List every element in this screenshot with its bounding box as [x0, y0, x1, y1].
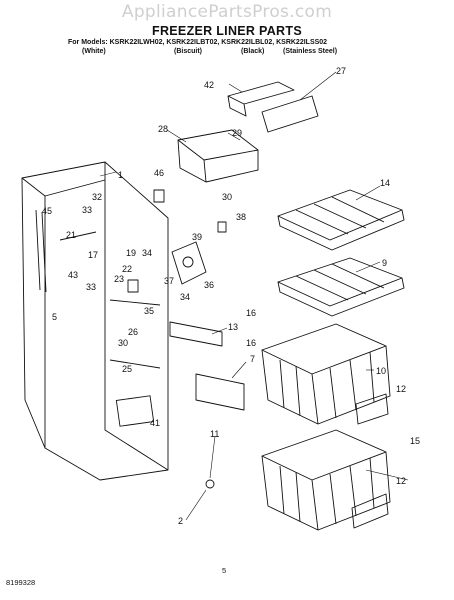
- callout-14: 14: [380, 178, 390, 188]
- lower-shelf-drawing: [277, 257, 405, 317]
- callout-labels: 1 2 5 7 9 10 11 12 12 13 14 15 16 16 17 …: [42, 66, 420, 526]
- callout-1: 1: [118, 170, 123, 180]
- part-38-drawing: [217, 221, 227, 233]
- leader-lines: [99, 71, 409, 521]
- callout-28: 28: [158, 124, 168, 134]
- control-housing-drawing: [177, 129, 259, 183]
- callout-33-lower: 33: [86, 282, 96, 292]
- color-stainless: (Stainless Steel): [283, 48, 338, 55]
- callout-16-lower: 16: [246, 338, 256, 348]
- callout-12-lower: 12: [396, 476, 406, 486]
- callout-5: 5: [52, 312, 57, 322]
- callout-11: 11: [210, 429, 219, 439]
- callout-22: 22: [122, 264, 132, 274]
- callout-30-lower: 30: [118, 338, 128, 348]
- damper-drawing: [171, 241, 207, 285]
- document-number: 8199328: [6, 578, 36, 587]
- color-white: (White): [82, 48, 106, 55]
- callout-45: 45: [42, 206, 52, 216]
- callout-12-upper: 12: [396, 384, 406, 394]
- upper-basket-drawing: [261, 323, 391, 425]
- callout-42: 42: [204, 80, 214, 90]
- callout-34-lower: 34: [180, 292, 190, 302]
- callout-39: 39: [192, 232, 202, 242]
- page-title: FREEZER LINER PARTS: [152, 24, 302, 38]
- callout-7: 7: [250, 354, 255, 364]
- callout-21: 21: [66, 230, 76, 240]
- basket-front-lower: [351, 493, 389, 529]
- callout-32: 32: [92, 192, 102, 202]
- callout-26: 26: [128, 327, 138, 337]
- callout-37: 37: [164, 276, 174, 286]
- part-46-drawing: [153, 189, 165, 203]
- callout-25: 25: [122, 364, 132, 374]
- models-line: For Models: KSRK22ILWH02, KSRK22ILBT02, …: [68, 39, 328, 46]
- callout-27: 27: [336, 66, 346, 76]
- callout-9: 9: [382, 258, 387, 268]
- color-black: (Black): [241, 48, 265, 55]
- callout-36: 36: [204, 280, 214, 290]
- basket-front-upper: [355, 393, 389, 425]
- callout-30-upper: 30: [222, 192, 232, 202]
- callout-23: 23: [114, 274, 124, 284]
- hinge-pin-drawing: [205, 479, 215, 489]
- callout-29: 29: [232, 128, 242, 138]
- bracket-drawing: [195, 373, 245, 411]
- callout-19: 19: [126, 248, 136, 258]
- lower-basket-drawing: [261, 429, 391, 531]
- callout-35: 35: [144, 306, 154, 316]
- callout-16-upper: 16: [246, 308, 256, 318]
- callout-33-upper: 33: [82, 205, 92, 215]
- callout-10: 10: [376, 366, 386, 376]
- top-bracket-drawing: [227, 81, 319, 133]
- callout-43: 43: [68, 270, 78, 280]
- freezer-liner-drawing: [21, 161, 169, 481]
- upper-shelf-drawing: [277, 189, 405, 251]
- page-number: 5: [222, 566, 227, 575]
- color-biscuit: (Biscuit): [174, 48, 202, 55]
- callout-15: 15: [410, 436, 420, 446]
- part-23-drawing: [127, 279, 139, 293]
- callout-46: 46: [154, 168, 164, 178]
- callout-38: 38: [236, 212, 246, 222]
- callout-2: 2: [178, 516, 183, 526]
- callout-41: 41: [150, 418, 160, 428]
- rail-drawing: [169, 321, 223, 347]
- watermark: AppliancePartsPros.com: [121, 2, 333, 22]
- callout-34-upper: 34: [142, 248, 152, 258]
- callout-17: 17: [88, 250, 98, 260]
- callout-13: 13: [228, 322, 238, 332]
